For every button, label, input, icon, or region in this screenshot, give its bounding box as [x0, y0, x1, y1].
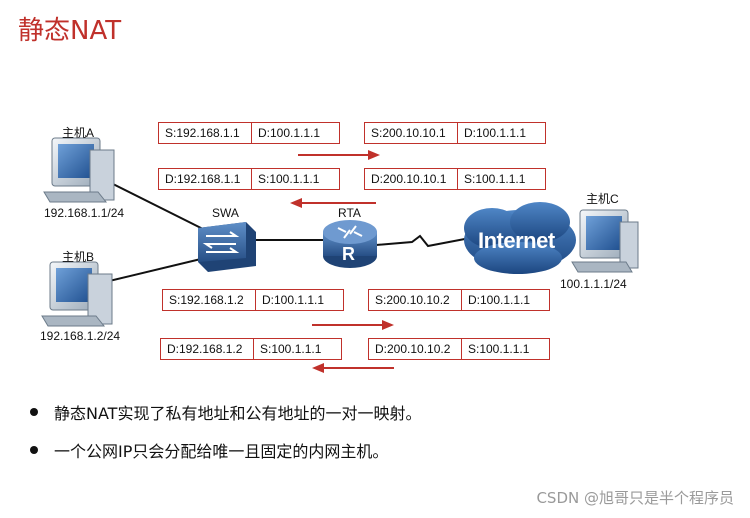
host-c-ip: 100.1.1.1/24: [560, 277, 627, 291]
packet-src: S:100.1.1.1: [457, 169, 545, 189]
bullet-list: 静态NAT实现了私有地址和公有地址的一对一映射。 一个公网IP只会分配给唯一且固…: [30, 400, 421, 476]
bullet-dot-icon: [30, 446, 38, 454]
router-icon: [323, 220, 377, 268]
arrow-left-bottom: [312, 363, 394, 373]
arrow-right-bottom: [312, 320, 394, 330]
arrow-left-top: [290, 198, 376, 208]
packet-b-in-after: D:200.10.10.2 S:100.1.1.1: [368, 338, 550, 360]
packet-src: S:192.168.1.2: [169, 293, 244, 307]
bullet-text: 静态NAT实现了私有地址和公有地址的一对一映射。: [54, 404, 422, 423]
host-b-computer-icon: [41, 261, 113, 327]
bullet-item: 静态NAT实现了私有地址和公有地址的一对一映射。: [30, 400, 421, 424]
packet-src: S:100.1.1.1: [251, 169, 339, 189]
packet-dst: D:192.168.1.2: [167, 342, 243, 356]
packet-dst: D:192.168.1.1: [165, 172, 241, 186]
arrow-right-top: [298, 150, 380, 160]
link-a-swa: [104, 179, 206, 231]
host-a-name: 主机A: [62, 126, 95, 140]
host-a-ip: 192.168.1.1/24: [44, 206, 125, 220]
packet-dst: D:200.10.10.1: [371, 172, 447, 186]
packet-src: S:100.1.1.1: [253, 339, 341, 359]
packet-b-out-before: S:192.168.1.2 D:100.1.1.1: [162, 289, 344, 311]
network-diagram: [41, 137, 639, 373]
internet-cloud-icon: [464, 202, 576, 274]
packet-dst: D:100.1.1.1: [255, 290, 343, 310]
link-rta-internet: [375, 234, 471, 248]
host-c-name: 主机C: [586, 192, 619, 206]
bullet-dot-icon: [30, 408, 38, 416]
switch-label: SWA: [212, 206, 239, 220]
host-a-computer-icon: [43, 137, 115, 203]
packet-b-in-before: D:192.168.1.2 S:100.1.1.1: [160, 338, 342, 360]
router-label: RTA: [338, 206, 361, 220]
packet-a-in-after: D:200.10.10.1 S:100.1.1.1: [364, 168, 546, 190]
packet-dst: D:100.1.1.1: [251, 123, 339, 143]
packet-a-out-before: S:192.168.1.1 D:100.1.1.1: [158, 122, 340, 144]
packet-dst: D:200.10.10.2: [375, 342, 451, 356]
packet-dst: D:100.1.1.1: [457, 123, 545, 143]
packet-b-out-after: S:200.10.10.2 D:100.1.1.1: [368, 289, 550, 311]
packet-src: S:100.1.1.1: [461, 339, 549, 359]
packet-dst: D:100.1.1.1: [461, 290, 549, 310]
bullet-item: 一个公网IP只会分配给唯一且固定的内网主机。: [30, 438, 421, 462]
link-b-swa: [104, 257, 206, 283]
watermark: CSDN @旭哥只是半个程序员: [536, 489, 734, 507]
host-c-computer-icon: [571, 209, 639, 273]
bullet-text: 一个公网IP只会分配给唯一且固定的内网主机。: [54, 442, 389, 461]
packet-a-in-before: D:192.168.1.1 S:100.1.1.1: [158, 168, 340, 190]
packet-src: S:200.10.10.2: [375, 293, 450, 307]
page-title: 静态NAT: [18, 16, 122, 46]
packet-src: S:200.10.10.1: [371, 126, 446, 140]
packet-src: S:192.168.1.1: [165, 126, 240, 140]
internet-label: Internet: [478, 228, 555, 253]
packet-a-out-after: S:200.10.10.1 D:100.1.1.1: [364, 122, 546, 144]
host-b-name: 主机B: [62, 250, 95, 264]
host-b-ip: 192.168.1.2/24: [40, 329, 121, 343]
switch-icon: [198, 222, 256, 272]
router-letter: R: [342, 244, 355, 264]
